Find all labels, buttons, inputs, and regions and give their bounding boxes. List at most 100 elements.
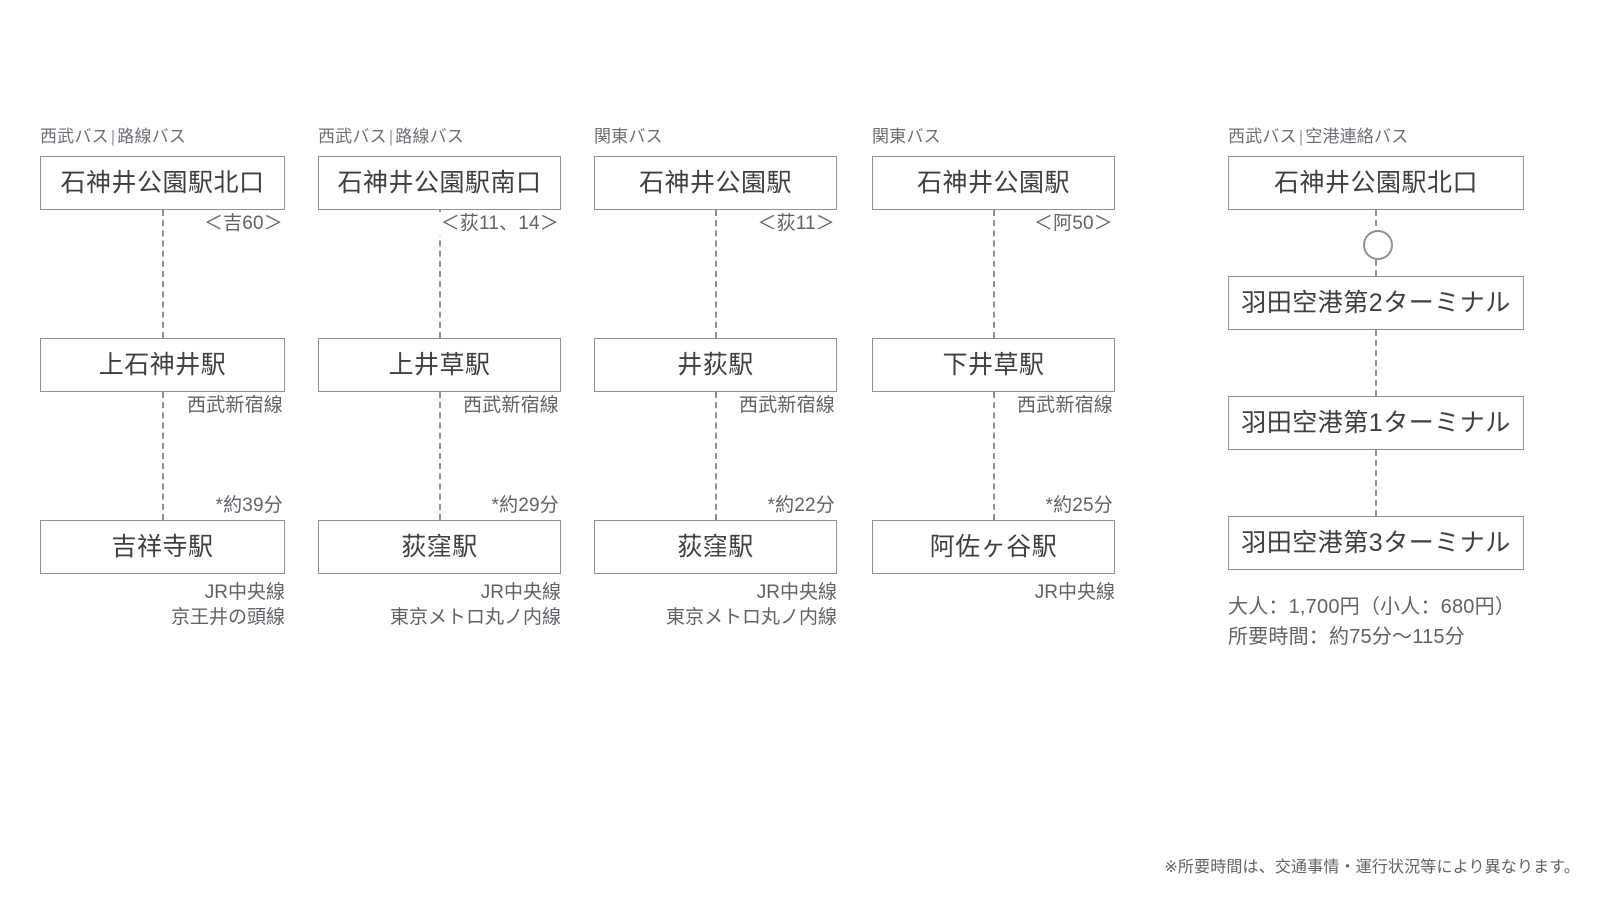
station-node[interactable]: 上井草駅	[318, 338, 561, 392]
operator-label: 西武バス|路線バス	[40, 128, 285, 145]
route-column-4: 関東バス 石神井公園駅 ＜阿50＞ 下井草駅 西武新宿線 *約25分 阿佐ヶ谷駅…	[872, 128, 1115, 605]
station-node[interactable]: 羽田空港第3ターミナル	[1228, 516, 1524, 570]
destination-lines: JR中央線 東京メトロ丸ノ内線	[318, 580, 561, 630]
route-column-1: 西武バス|路線バス 石神井公園駅北口 ＜吉60＞ 上石神井駅 西武新宿線 *約3…	[40, 128, 285, 630]
station-node[interactable]: 石神井公園駅	[594, 156, 837, 210]
destination-lines: JR中央線 京王井の頭線	[40, 580, 285, 630]
station-node[interactable]: 井荻駅	[594, 338, 837, 392]
footnote: ※所要時間は、交通事情・運行状況等により異なります。	[1164, 859, 1580, 876]
operator-service: 空港連絡バス	[1305, 127, 1409, 146]
destination-line: JR中央線	[756, 582, 837, 603]
destination-line: JR中央線	[204, 582, 285, 603]
station-node[interactable]: 石神井公園駅南口	[318, 156, 561, 210]
destination-line: 東京メトロ丸ノ内線	[665, 607, 837, 629]
fare-amount: 大人：1,700円（小人：680円）	[1228, 596, 1516, 618]
link-note-bus-line: ＜荻11＞	[755, 212, 837, 236]
dashed-connector	[714, 210, 717, 338]
operator-name: 関東バス	[872, 127, 941, 146]
dashed-connector	[1375, 450, 1377, 516]
route-link: ＜荻11＞	[594, 210, 837, 338]
route-link: 西武新宿線 *約39分	[40, 392, 285, 520]
station-label: 上石神井駅	[98, 350, 227, 379]
link-note-duration: *約22分	[765, 494, 837, 518]
route-link: 西武新宿線 *約29分	[318, 392, 561, 520]
station-label: 荻窪駅	[677, 532, 754, 561]
operator-name: 関東バス	[594, 127, 663, 146]
operator-name: 西武バス	[318, 127, 387, 146]
route-link	[1228, 210, 1524, 276]
route-link	[1228, 450, 1524, 516]
station-node[interactable]: 石神井公園駅北口	[40, 156, 285, 210]
operator-separator: |	[1298, 127, 1304, 146]
dashed-connector	[714, 392, 717, 520]
operator-name: 西武バス	[1228, 127, 1297, 146]
dashed-connector	[161, 210, 164, 338]
operator-separator: |	[388, 127, 394, 146]
station-label: 吉祥寺駅	[111, 532, 214, 561]
station-label: 石神井公園駅	[638, 168, 792, 197]
dashed-connector	[992, 210, 995, 338]
route-link: ＜阿50＞	[872, 210, 1115, 338]
dashed-connector	[438, 392, 441, 520]
link-note-bus-line: ＜吉60＞	[201, 212, 285, 236]
route-column-2: 西武バス|路線バス 石神井公園駅南口 ＜荻11、14＞ 上井草駅 西武新宿線 *…	[318, 128, 561, 630]
route-link: ＜吉60＞	[40, 210, 285, 338]
station-label: 羽田空港第3ターミナル	[1241, 528, 1511, 557]
operator-label: 西武バス|路線バス	[318, 128, 561, 145]
operator-service: 路線バス	[395, 127, 464, 146]
operator-label: 関東バス	[594, 128, 837, 145]
station-node[interactable]: 荻窪駅	[594, 520, 837, 574]
dashed-connector	[161, 392, 164, 520]
station-node[interactable]: 羽田空港第1ターミナル	[1228, 396, 1524, 450]
link-note-duration: *約39分	[213, 494, 285, 518]
station-node[interactable]: 上石神井駅	[40, 338, 285, 392]
station-node[interactable]: 荻窪駅	[318, 520, 561, 574]
link-note-bus-line: ＜阿50＞	[1031, 212, 1115, 236]
operator-label: 関東バス	[872, 128, 1115, 145]
link-note-bus-line: ＜荻11、14＞	[438, 212, 561, 236]
station-label: 羽田空港第1ターミナル	[1241, 408, 1511, 437]
dashed-connector	[992, 392, 995, 520]
station-label: 井荻駅	[677, 350, 754, 379]
destination-line: 東京メトロ丸ノ内線	[389, 607, 561, 629]
station-label: 羽田空港第2ターミナル	[1241, 288, 1511, 317]
station-node[interactable]: 吉祥寺駅	[40, 520, 285, 574]
destination-line: JR中央線	[480, 582, 561, 603]
destination-line: 京王井の頭線	[170, 607, 285, 629]
station-node[interactable]: 石神井公園駅	[872, 156, 1115, 210]
route-link: ＜荻11、14＞	[318, 210, 561, 338]
link-note-rail-line: 西武新宿線	[461, 394, 561, 418]
link-note-rail-line: 西武新宿線	[737, 394, 837, 418]
fare-info: 大人：1,700円（小人：680円） 所要時間：約75分〜115分	[1228, 592, 1524, 652]
destination-lines: JR中央線 東京メトロ丸ノ内線	[594, 580, 837, 630]
station-label: 石神井公園駅北口	[1273, 168, 1478, 197]
travel-duration: 所要時間：約75分〜115分	[1228, 626, 1465, 648]
airport-route-column: 西武バス|空港連絡バス 石神井公園駅北口 羽田空港第2ターミナル 羽田空港第1タ…	[1228, 128, 1524, 652]
station-label: 石神井公園駅南口	[337, 168, 542, 197]
route-link: 西武新宿線 *約25分	[872, 392, 1115, 520]
link-note-duration: *約29分	[489, 494, 561, 518]
station-node[interactable]: 石神井公園駅北口	[1228, 156, 1524, 210]
bus-stop-circle-icon	[1363, 230, 1393, 260]
link-note-rail-line: 西武新宿線	[1015, 394, 1115, 418]
station-label: 上井草駅	[388, 350, 491, 379]
station-node[interactable]: 阿佐ヶ谷駅	[872, 520, 1115, 574]
station-label: 下井草駅	[942, 350, 1045, 379]
route-column-3: 関東バス 石神井公園駅 ＜荻11＞ 井荻駅 西武新宿線 *約22分 荻窪駅 JR…	[594, 128, 837, 630]
operator-service: 路線バス	[117, 127, 186, 146]
station-label: 阿佐ヶ谷駅	[929, 532, 1058, 561]
destination-lines: JR中央線	[872, 580, 1115, 605]
station-node[interactable]: 羽田空港第2ターミナル	[1228, 276, 1524, 330]
link-note-duration: *約25分	[1043, 494, 1115, 518]
station-label: 荻窪駅	[401, 532, 478, 561]
operator-separator: |	[110, 127, 116, 146]
station-node[interactable]: 下井草駅	[872, 338, 1115, 392]
route-link	[1228, 330, 1524, 396]
station-label: 石神井公園駅北口	[60, 168, 265, 197]
link-note-rail-line: 西武新宿線	[185, 394, 285, 418]
operator-label: 西武バス|空港連絡バス	[1228, 128, 1524, 145]
station-label: 石神井公園駅	[916, 168, 1070, 197]
operator-name: 西武バス	[40, 127, 109, 146]
route-link: 西武新宿線 *約22分	[594, 392, 837, 520]
